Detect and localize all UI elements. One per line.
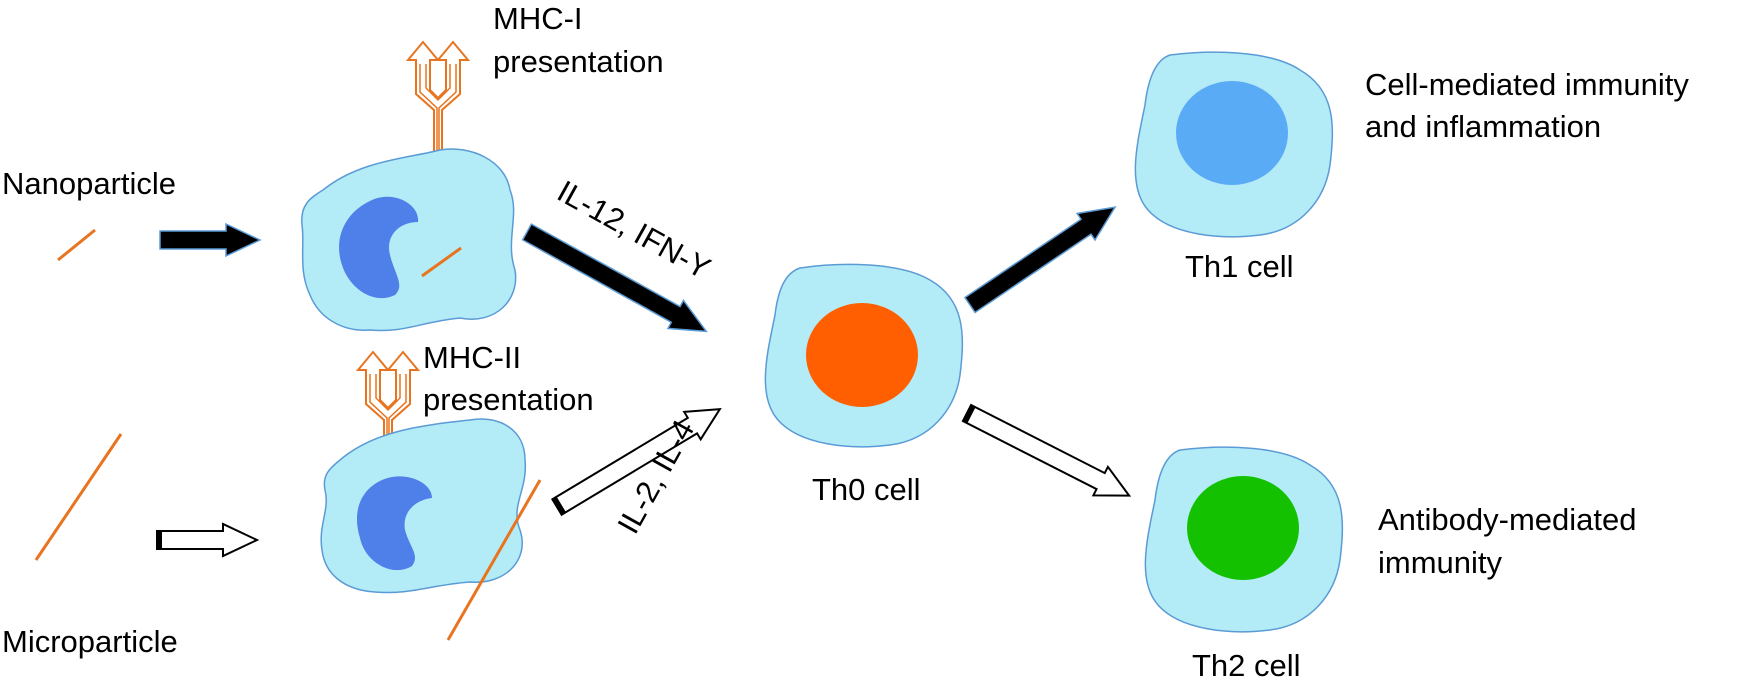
mhc2-label-line1: MHC-II	[423, 340, 521, 375]
th1-label: Th1 cell	[1185, 249, 1294, 284]
apc-cell-mhc2	[320, 351, 542, 641]
nanoparticle-uptake-arrow	[159, 223, 261, 257]
mhc2-label-line2: presentation	[423, 382, 594, 417]
il12-ifn-arrow	[521, 223, 708, 333]
microparticle-label: Microparticle	[2, 624, 178, 659]
apc2-nucleus	[356, 476, 432, 571]
mhc1-label-line1: MHC-I	[493, 1, 583, 36]
mhc1-receptor-icon	[407, 41, 469, 156]
il2-il4-arrow	[550, 407, 722, 517]
th2-outcome-line2: immunity	[1378, 545, 1503, 580]
internalized-nanoparticle	[421, 246, 462, 278]
to-th1-arrow	[963, 206, 1117, 314]
th1-cell	[1134, 51, 1334, 238]
nanoparticle-rod	[57, 228, 96, 262]
apc-cell-mhc1	[301, 41, 517, 332]
apc1-nucleus	[339, 196, 419, 299]
th2-outcome-line1: Antibody-mediated	[1378, 502, 1637, 537]
th0-nucleus	[806, 303, 918, 407]
th1-nucleus	[1176, 81, 1288, 185]
partially-internalized-microparticle	[446, 479, 542, 641]
mhc1-label-line2: presentation	[493, 44, 664, 79]
th2-label: Th2 cell	[1192, 648, 1301, 683]
th0-label: Th0 cell	[812, 472, 921, 507]
th1-outcome-line2: and inflammation	[1365, 109, 1601, 144]
th2-cell	[1144, 446, 1344, 633]
th0-cell	[764, 263, 964, 448]
to-th2-arrow	[961, 403, 1132, 497]
microparticle-rod	[34, 433, 123, 561]
nanoparticle-label: Nanoparticle	[2, 166, 176, 201]
th2-nucleus	[1187, 476, 1299, 580]
th1-outcome-line1: Cell-mediated immunity	[1365, 67, 1689, 102]
microparticle-uptake-arrow	[156, 523, 258, 557]
